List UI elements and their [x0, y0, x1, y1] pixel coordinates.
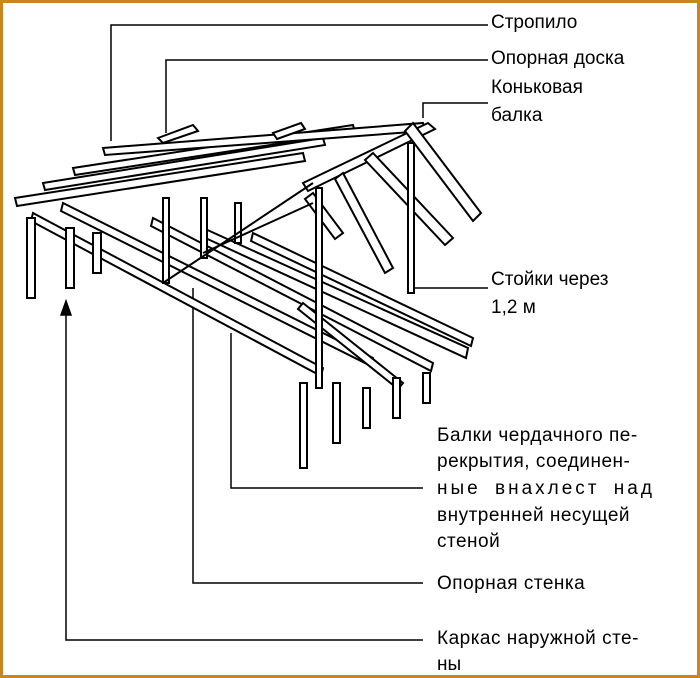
label-support-wall: Опорная стенка	[437, 573, 586, 594]
label-rafter: Стропило	[491, 12, 578, 33]
label-joists-5: стеной	[437, 531, 501, 552]
label-posts-1: Стойки через	[491, 269, 609, 290]
label-joists-2: рекрытия, соединен-	[437, 451, 631, 472]
leader-support-board	[165, 59, 488, 133]
label-ridge-beam-2: балка	[491, 105, 543, 126]
label-exterior-wall-1: Каркас наружной сте-	[437, 628, 639, 649]
leader-joists	[230, 333, 423, 489]
arrow-icon	[59, 298, 73, 316]
label-ridge-beam-1: Коньковая	[491, 77, 583, 98]
label-exterior-wall-2: ны	[437, 654, 462, 675]
roof-framing-drawing	[13, 24, 488, 641]
structure	[13, 121, 483, 469]
leader-lines	[59, 24, 488, 641]
leader-exterior-wall	[65, 308, 423, 641]
label-joists-1: Балки чердачного пе-	[437, 425, 638, 446]
label-posts-2: 1,2 м	[491, 297, 536, 318]
leader-ridge-beam	[422, 102, 488, 118]
label-support-board: Опорная доска	[491, 48, 625, 69]
label-joists-4: внутренней несущей	[437, 505, 631, 526]
leader-rafter	[110, 24, 488, 141]
label-joists-3: ные внахлест над	[437, 478, 655, 499]
leader-support-wall	[192, 288, 423, 584]
